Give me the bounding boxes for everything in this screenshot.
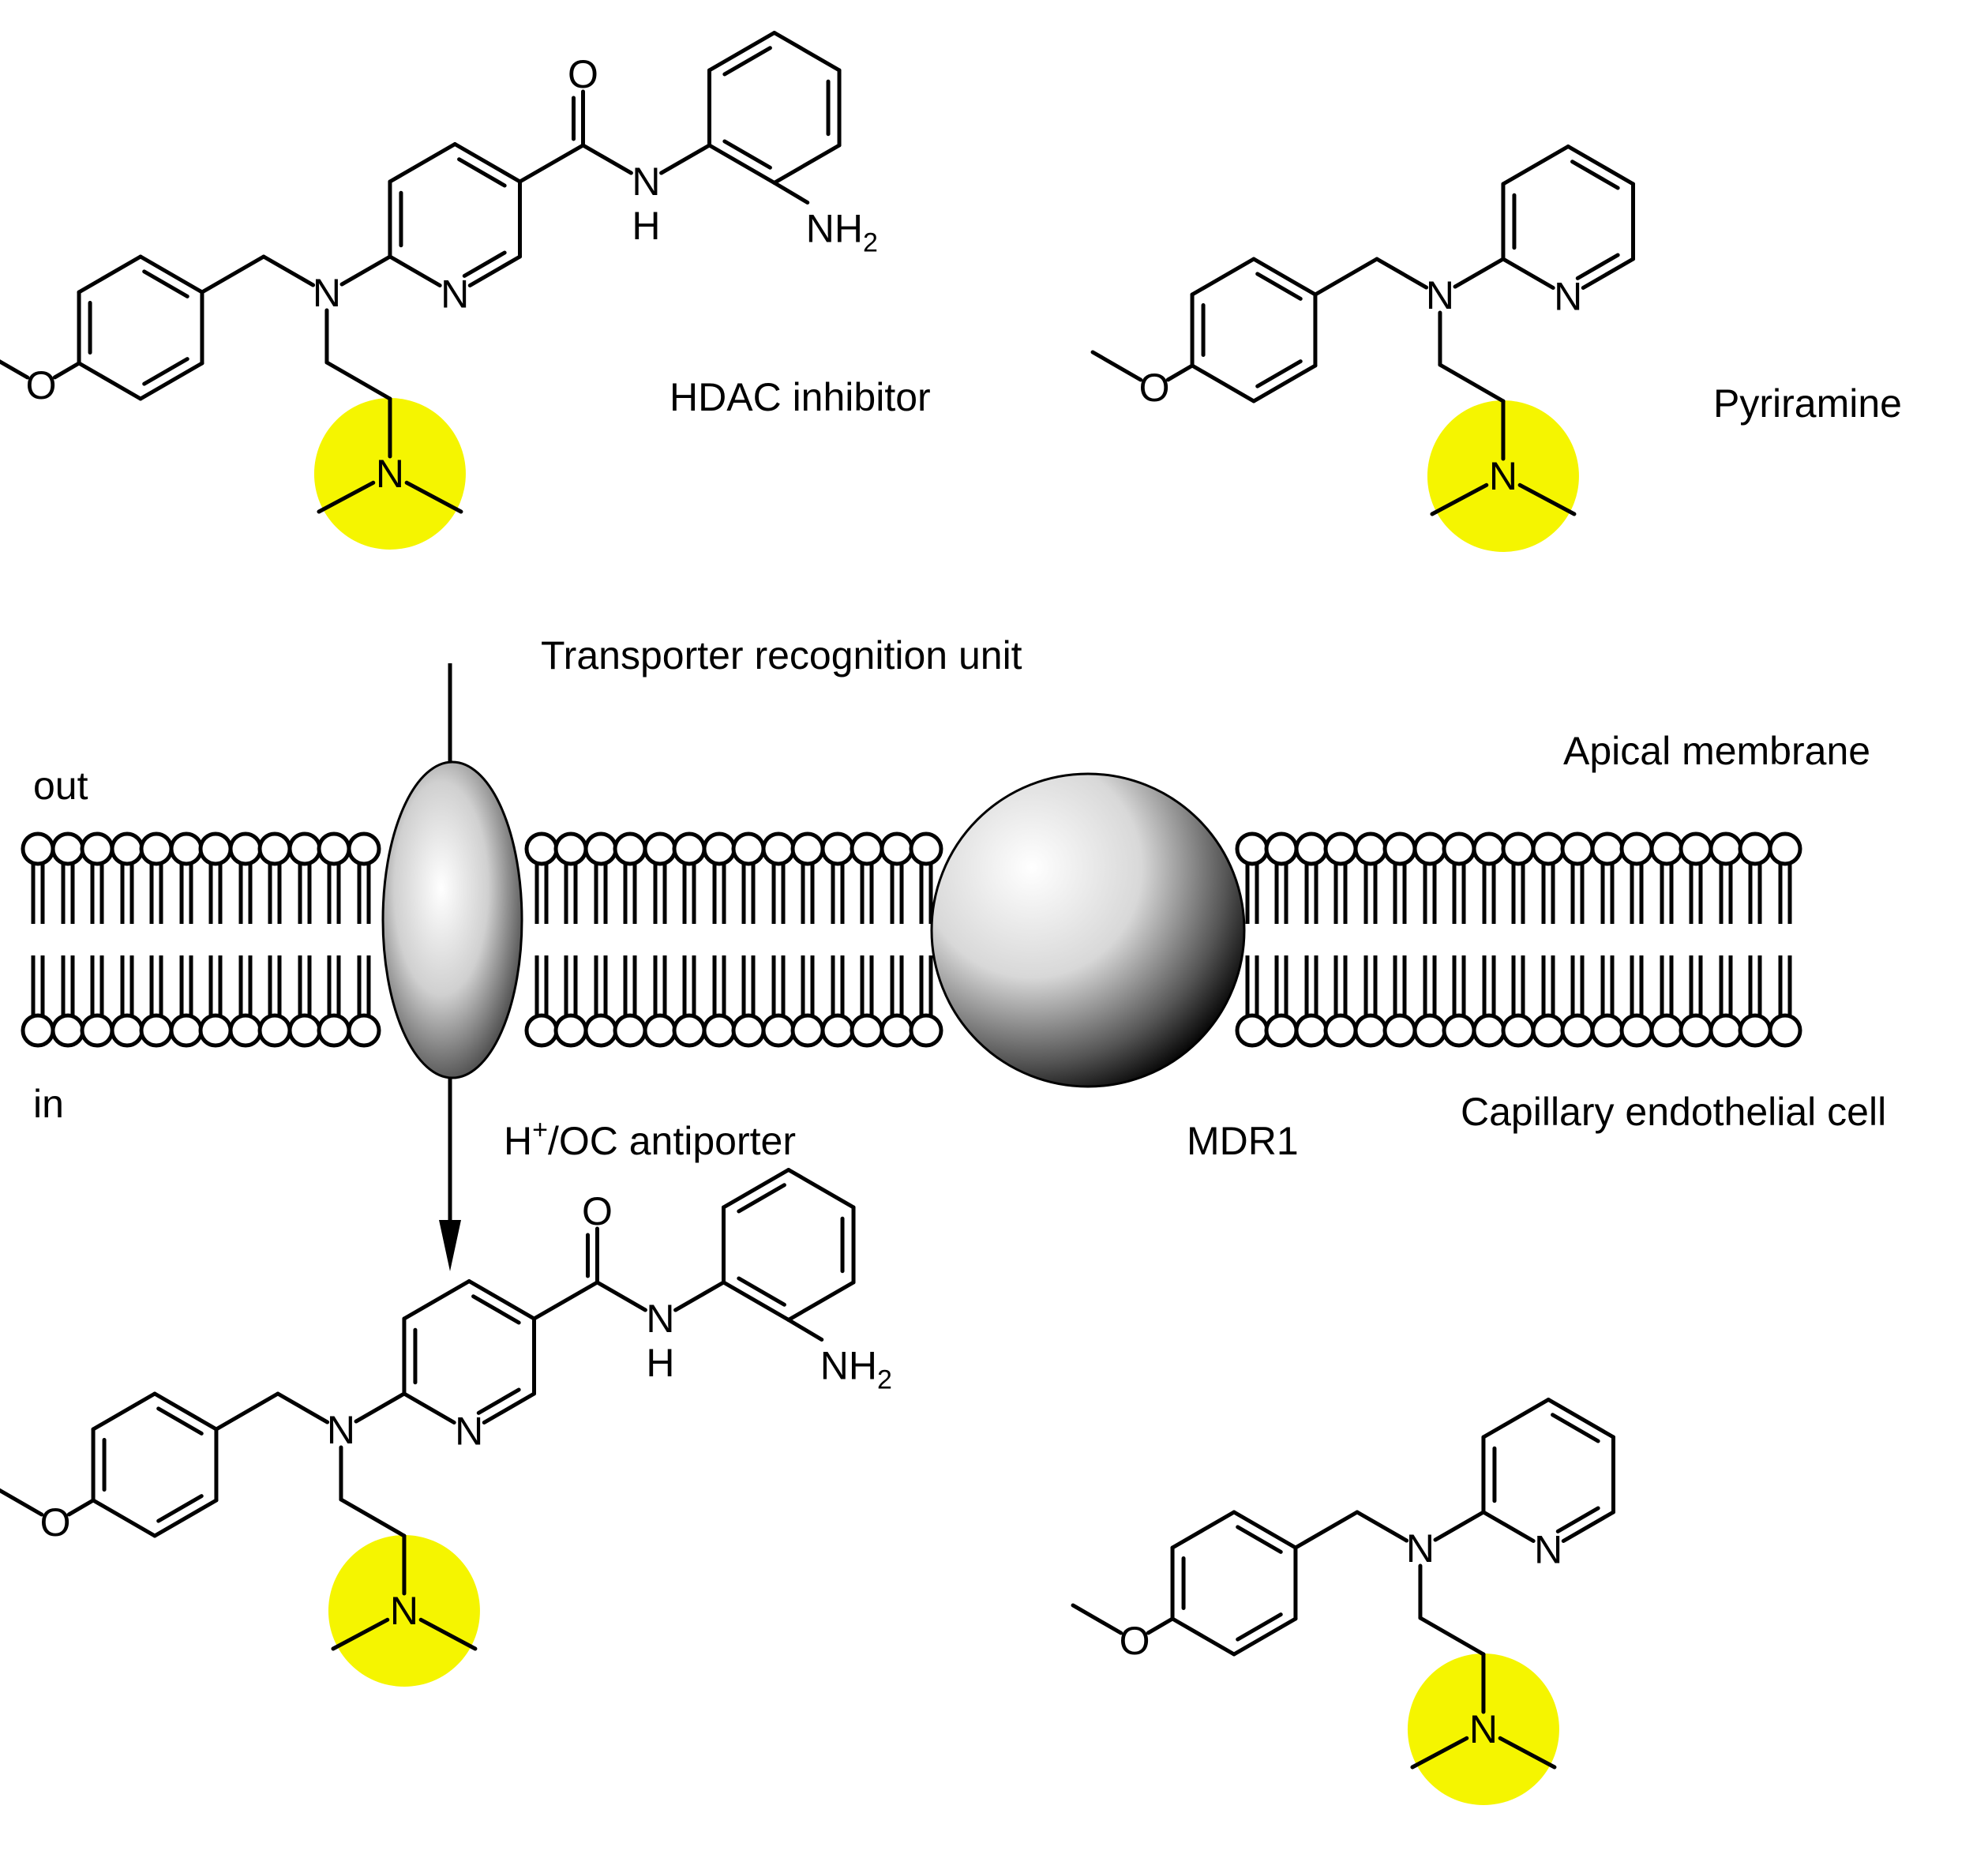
oxygen-atom: O (40, 1500, 71, 1545)
amine-nitrogen-atom: N (1426, 273, 1454, 317)
lipid (672, 831, 707, 1048)
recognition-unit-highlight (313, 398, 466, 550)
lipid (139, 831, 174, 1048)
lipid (1353, 831, 1388, 1048)
lipid (583, 831, 618, 1048)
lipid (1679, 831, 1713, 1048)
lipid (21, 831, 55, 1048)
lipid (1590, 831, 1625, 1048)
amide-hydrogen-atom: H (646, 1341, 674, 1385)
lipid (909, 831, 943, 1048)
pyriramine-molecule-inside: O N N N (1071, 1398, 1615, 1770)
lipid (643, 831, 677, 1048)
lipid (80, 831, 114, 1048)
lipid (1738, 831, 1772, 1048)
apical-membrane-label: Apical membrane (1563, 729, 1870, 773)
lipid (731, 831, 766, 1048)
amine-nitrogen-atom: N (313, 271, 341, 315)
lipid (1501, 831, 1536, 1048)
amine-nitrogen-atom: N (327, 1408, 355, 1452)
capillary-endothelial-cell-label: Capillary endothelial cell (1461, 1090, 1886, 1134)
lipid (1619, 831, 1654, 1048)
lipid (257, 831, 292, 1048)
lipid (524, 831, 559, 1048)
lipid (51, 831, 85, 1048)
amide-nitrogen-atom: N (632, 160, 660, 204)
dimethylamine-nitrogen-atom: N (376, 452, 404, 496)
hdac-inhibitor-label: HDAC inhibitor (670, 375, 931, 419)
lipid (169, 831, 204, 1048)
highlight-layer (313, 398, 1579, 1805)
amine-nitrogen-atom: N (1406, 1526, 1435, 1571)
lipid (1264, 831, 1299, 1048)
lipid (1472, 831, 1506, 1048)
carbonyl-oxygen-atom: O (582, 1189, 613, 1233)
lipid (228, 831, 263, 1048)
pyridine-nitrogen-atom: N (455, 1409, 483, 1454)
mdr1-label: MDR1 (1187, 1119, 1299, 1163)
lipid (880, 831, 914, 1048)
lipid (1649, 831, 1684, 1048)
lipid (820, 831, 855, 1048)
oxygen-atom: O (26, 363, 57, 407)
antiporter-protein (381, 760, 523, 1079)
recognition-unit-highlight (328, 1535, 480, 1687)
lipid (850, 831, 884, 1048)
lipid (1235, 831, 1270, 1048)
pyridine-nitrogen-atom: N (441, 272, 469, 317)
amide-nitrogen-atom: N (646, 1297, 674, 1341)
lipid (317, 831, 351, 1048)
lipid (1531, 831, 1566, 1048)
lipid (1382, 831, 1417, 1048)
lipid (1323, 831, 1358, 1048)
dimethylamine-nitrogen-atom: N (390, 1589, 418, 1633)
dimethylamine-nitrogen-atom: N (1469, 1707, 1498, 1751)
in-label: in (33, 1082, 64, 1126)
pyriramine-label: Pyriramine (1713, 381, 1902, 426)
aniline-amine-atom: NH2 (806, 207, 878, 258)
recognition-unit-highlight (1407, 1653, 1559, 1805)
lipid (110, 831, 144, 1048)
oxygen-atom: O (1139, 366, 1170, 410)
antiporter-label: H+/OC antiporter (504, 1115, 796, 1163)
lipid (702, 831, 737, 1048)
lipid (1560, 831, 1595, 1048)
lipid (347, 831, 381, 1048)
pyridine-nitrogen-atom: N (1534, 1528, 1562, 1572)
pyriramine-molecule-outside: O N N N (1090, 145, 1635, 516)
recognition-unit-highlight (1427, 400, 1579, 552)
out-label: out (33, 764, 88, 808)
lipid (1294, 831, 1329, 1048)
dimethylamine-nitrogen-atom: N (1489, 454, 1517, 498)
lipid (1442, 831, 1476, 1048)
lipid (761, 831, 796, 1048)
pyridine-nitrogen-atom: N (1554, 275, 1582, 319)
lipid (1709, 831, 1743, 1048)
lipid (790, 831, 825, 1048)
lipid (553, 831, 588, 1048)
lipid (287, 831, 322, 1048)
transporter-recognition-unit-label: Transporter recognition unit (541, 633, 1022, 678)
mdr1-protein (930, 772, 1246, 1088)
lipid (198, 831, 233, 1048)
lipid (613, 831, 647, 1048)
aniline-amine-atom: NH2 (820, 1344, 892, 1395)
oxygen-atom: O (1120, 1619, 1150, 1663)
lipid (1412, 831, 1447, 1048)
lipid (1768, 831, 1802, 1048)
amide-hydrogen-atom: H (632, 204, 660, 248)
lipid-bilayer (21, 831, 1802, 1048)
carbonyl-oxygen-atom: O (568, 52, 598, 96)
